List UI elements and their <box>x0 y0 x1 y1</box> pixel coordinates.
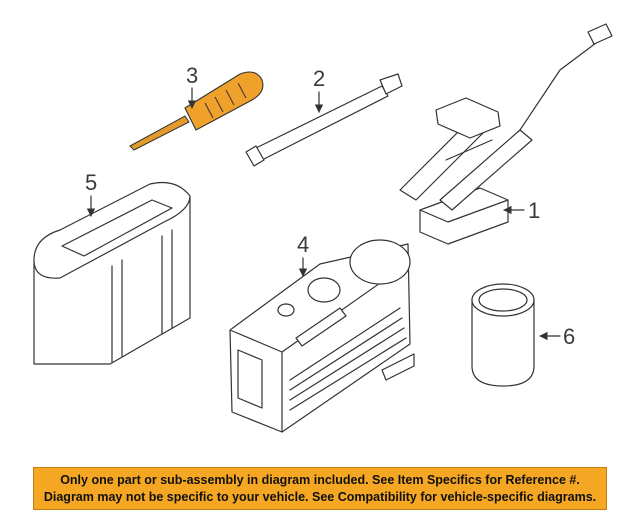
callout-number-1: 1 <box>528 198 540 223</box>
disclaimer-line-2: Diagram may not be specific to your vehi… <box>43 489 597 504</box>
callout-number-2: 2 <box>313 66 325 91</box>
disclaimer-line-1: Only one part or sub-assembly in diagram… <box>60 472 580 487</box>
disclaimer-banner: Only one part or sub-assembly in diagram… <box>33 467 607 510</box>
screwdriver-part[interactable] <box>129 71 264 151</box>
callout-number-6: 6 <box>563 324 575 349</box>
jack-handle-rod-part[interactable] <box>245 73 403 167</box>
callout-1: 1 <box>503 198 540 223</box>
tire-inflator-part[interactable] <box>229 239 415 433</box>
callout-number-5: 5 <box>85 170 97 195</box>
callout-5: 5 <box>85 170 97 217</box>
callout-2: 2 <box>313 66 325 113</box>
sealant-bottle-part[interactable] <box>471 283 535 387</box>
callout-6: 6 <box>539 324 575 349</box>
callout-3: 3 <box>186 63 198 109</box>
callout-4: 4 <box>297 232 309 277</box>
scissor-jack-part[interactable] <box>399 23 613 245</box>
storage-case-part[interactable] <box>33 181 191 365</box>
callout-number-4: 4 <box>297 232 309 257</box>
callout-number-3: 3 <box>186 63 198 88</box>
